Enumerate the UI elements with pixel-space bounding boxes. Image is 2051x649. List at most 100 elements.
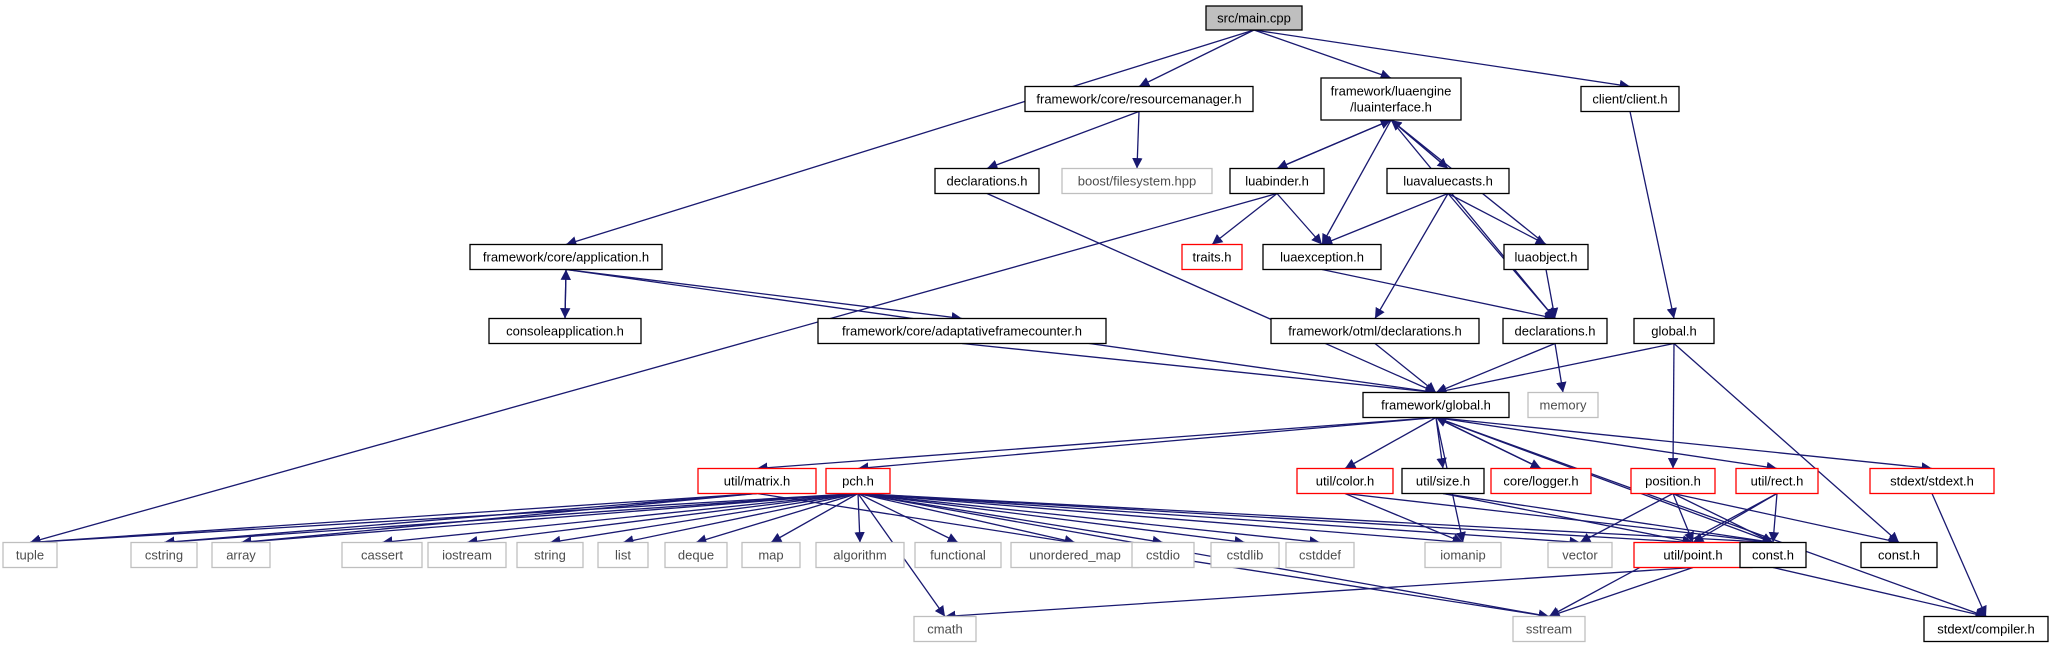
node-application[interactable]: framework/core/application.h (469, 243, 663, 271)
node-matrix[interactable]: util/matrix.h (697, 467, 817, 495)
node-luainterface[interactable]: framework/luaengine/luainterface.h (1320, 77, 1462, 121)
node-rect[interactable]: util/rect.h (1735, 467, 1819, 495)
edge-pch-to-cassert (381, 492, 859, 547)
node-label: framework/core/resourcemanager.h (1036, 91, 1241, 106)
node-label: cmath (927, 621, 962, 636)
node-box (130, 541, 198, 569)
node-color[interactable]: util/color.h (1296, 467, 1394, 495)
edge-luavaluecasts-to-luaexception (1321, 192, 1449, 246)
node-label: /luainterface.h (1350, 99, 1432, 114)
edge-client-to-global_client (1629, 111, 1677, 319)
node-global_client[interactable]: global.h (1633, 317, 1715, 345)
edge-global_client-to-position (1667, 343, 1679, 469)
node-stdext[interactable]: stdext/stdext.h (1869, 467, 1995, 495)
edge-position-to-const_client (1672, 492, 1900, 546)
edge-luaobject-to-declarations_lua (1545, 269, 1559, 319)
edge-point-to-sstream (1548, 566, 1694, 619)
node-cassert: cassert (341, 541, 423, 569)
node-label: sstream (1526, 621, 1572, 636)
edge-matrix-to-array (240, 492, 758, 547)
edge-pch-to-functional (857, 492, 959, 544)
node-label: util/point.h (1663, 547, 1722, 562)
node-traits[interactable]: traits.h (1181, 243, 1243, 271)
node-box (914, 541, 1002, 569)
edge-main-to-application (565, 29, 1255, 247)
node-box (1503, 243, 1589, 271)
node-point[interactable]: util/point.h (1633, 541, 1753, 569)
edge-global_client-to-const_client (1673, 343, 1900, 543)
node-const_util[interactable]: const.h (1739, 541, 1807, 569)
node-label: iomanip (1440, 547, 1486, 562)
node-box (1401, 467, 1485, 495)
node-otml_decl[interactable]: framework/otml/declarations.h (1270, 317, 1480, 345)
node-const_client[interactable]: const.h (1860, 541, 1938, 569)
edge-logger-to-fw_global (1435, 416, 1542, 470)
node-declarations_core[interactable]: declarations.h (934, 167, 1040, 195)
edge-size-to-const_util (1442, 492, 1774, 547)
edge-pch-to-cstddef (857, 492, 1321, 547)
node-pch[interactable]: pch.h (825, 467, 891, 495)
node-label: pch.h (842, 473, 874, 488)
node-box (1205, 5, 1303, 31)
edge-consoleapp-to-application (560, 269, 571, 319)
node-resourcemanager[interactable]: framework/core/resourcemanager.h (1024, 85, 1254, 113)
edge-position-to-const_util (1672, 492, 1774, 544)
node-box (1210, 541, 1280, 569)
edge-pch-to-deque (695, 492, 859, 545)
node-tuple: tuple (2, 541, 58, 569)
node-adaptive[interactable]: framework/core/adaptativeframecounter.h (817, 317, 1107, 345)
node-label: iostream (442, 547, 492, 562)
node-label: deque (678, 547, 714, 562)
node-consoleapp[interactable]: consoleapplication.h (488, 317, 642, 345)
node-box (741, 541, 801, 569)
edge-fw_global-to-compiler (1435, 416, 1987, 618)
node-vector: vector (1547, 541, 1613, 569)
edge-pch-to-cstring (163, 492, 859, 547)
node-main[interactable]: src/main.cpp (1205, 5, 1303, 31)
node-declarations_lua[interactable]: declarations.h (1502, 317, 1608, 345)
node-box (1131, 541, 1195, 569)
node-label: util/matrix.h (724, 473, 790, 488)
node-box (1739, 541, 1807, 569)
edge-fw_global-to-rect (1435, 416, 1778, 473)
node-label: framework/core/adaptativeframecounter.h (842, 323, 1082, 338)
node-position[interactable]: position.h (1630, 467, 1716, 495)
node-box (341, 541, 423, 569)
node-client[interactable]: client/client.h (1580, 85, 1680, 113)
node-size[interactable]: util/size.h (1401, 467, 1485, 495)
edge-matrix-to-tuple (29, 492, 758, 547)
node-luavaluecasts[interactable]: luavaluecasts.h (1386, 167, 1510, 195)
node-label: traits.h (1192, 249, 1231, 264)
edge-pch-to-map (770, 492, 859, 544)
edge-luainterface-to-luaexception (1321, 119, 1392, 245)
node-label: client/client.h (1592, 91, 1667, 106)
node-box (934, 167, 1040, 195)
edge-point-to-cmath (944, 566, 1694, 622)
edge-luaexception-to-declarations_lua (1321, 268, 1556, 322)
node-label: boost/filesystem.hpp (1078, 173, 1197, 188)
node-box (516, 541, 584, 569)
edge-luabinder-to-tuple (29, 192, 1278, 545)
node-box (1527, 391, 1599, 419)
edge-application-to-adaptive (565, 268, 963, 323)
node-logger[interactable]: core/logger.h (1490, 467, 1592, 495)
node-label: declarations.h (947, 173, 1028, 188)
node-fw_global[interactable]: framework/global.h (1362, 391, 1510, 419)
node-box (597, 541, 649, 569)
node-array: array (211, 541, 271, 569)
node-luaobject[interactable]: luaobject.h (1503, 243, 1589, 271)
edge-pch-to-cstdlib (857, 492, 1246, 547)
node-luabinder[interactable]: luabinder.h (1229, 167, 1325, 195)
edge-adaptive-to-fw_global (961, 342, 1437, 397)
edge-pch-to-point (857, 492, 1694, 548)
edge-main-to-luainterface (1253, 29, 1392, 80)
node-compiler[interactable]: stdext/compiler.h (1923, 615, 2049, 643)
edge-declarations_lua-to-fw_global (1435, 342, 1556, 394)
node-label: framework/luaengine (1331, 83, 1452, 98)
node-box (1061, 167, 1213, 195)
node-label: cassert (361, 547, 403, 562)
node-luaexception[interactable]: luaexception.h (1262, 243, 1382, 271)
node-label: luabinder.h (1245, 173, 1309, 188)
node-box (211, 541, 271, 569)
